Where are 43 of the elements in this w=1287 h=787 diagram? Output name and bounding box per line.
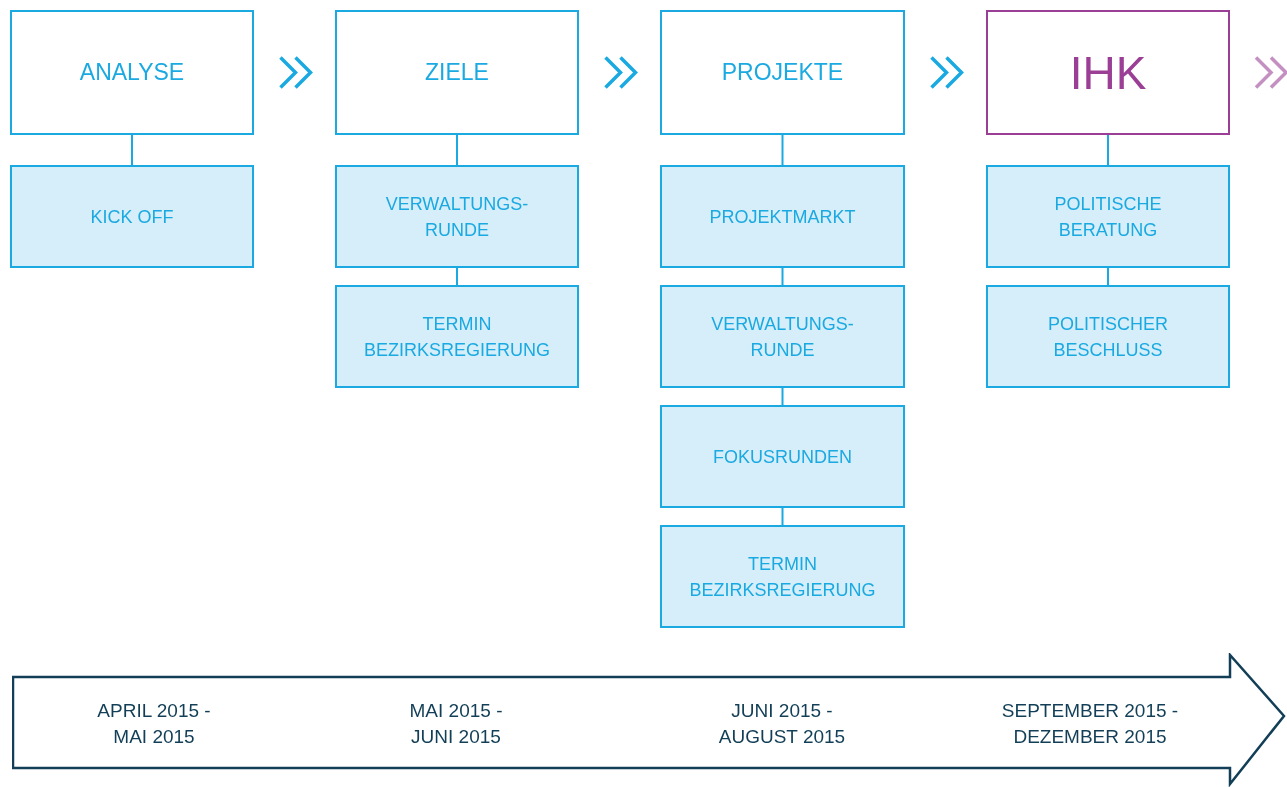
step-label: POLITISCHER BESCHLUSS — [1047, 312, 1169, 362]
step-label: PROJEKTMARKT — [709, 205, 856, 229]
phase-box — [986, 10, 1230, 135]
step-label: KICK OFF — [90, 205, 174, 229]
step-label: TERMIN BEZIRKSREGIERUNG — [688, 552, 877, 602]
date-range: MAI 2015 - JUNI 2015 — [408, 699, 504, 749]
step-box — [986, 165, 1230, 268]
step-label: POLITISCHE BERATUNG — [1053, 192, 1163, 242]
chevron-arrow — [278, 55, 313, 90]
step-label: TERMIN BEZIRKSREGIERUNG — [363, 312, 551, 362]
connector-line — [1107, 267, 1109, 286]
date-range: JUNI 2015 - AUGUST 2015 — [717, 699, 847, 749]
step-box — [335, 285, 579, 388]
connector-line — [781, 507, 784, 526]
step-box — [660, 525, 905, 628]
phase-box — [660, 10, 905, 135]
connector-line — [456, 134, 458, 166]
phase-box — [335, 10, 579, 135]
phase-label: ZIELE — [425, 59, 489, 86]
step-box — [660, 405, 905, 508]
date-range: SEPTEMBER 2015 - DEZEMBER 2015 — [1000, 699, 1180, 749]
connector-line — [456, 267, 458, 286]
phase-label: PROJEKTE — [721, 59, 844, 86]
step-box — [10, 165, 254, 268]
step-label: VERWALTUNGS- RUNDE — [384, 192, 530, 242]
step-box — [986, 285, 1230, 388]
step-box — [660, 285, 905, 388]
date-range: APRIL 2015 - MAI 2015 — [96, 699, 212, 749]
connector-line — [131, 134, 133, 166]
phase-label: IHK — [1069, 45, 1147, 100]
chevron-arrow — [929, 55, 964, 90]
connector-line — [781, 387, 784, 406]
phase-box — [10, 10, 254, 135]
step-label: VERWALTUNGS- RUNDE — [710, 312, 855, 362]
chevron-arrow — [1254, 55, 1287, 90]
connector-line — [1107, 134, 1109, 166]
step-box — [335, 165, 579, 268]
chevron-arrow — [603, 55, 638, 90]
step-label: FOKUSRUNDEN — [713, 445, 852, 469]
connector-line — [781, 134, 784, 166]
step-box — [660, 165, 905, 268]
connector-line — [781, 267, 784, 286]
phase-label: ANALYSE — [79, 59, 185, 86]
